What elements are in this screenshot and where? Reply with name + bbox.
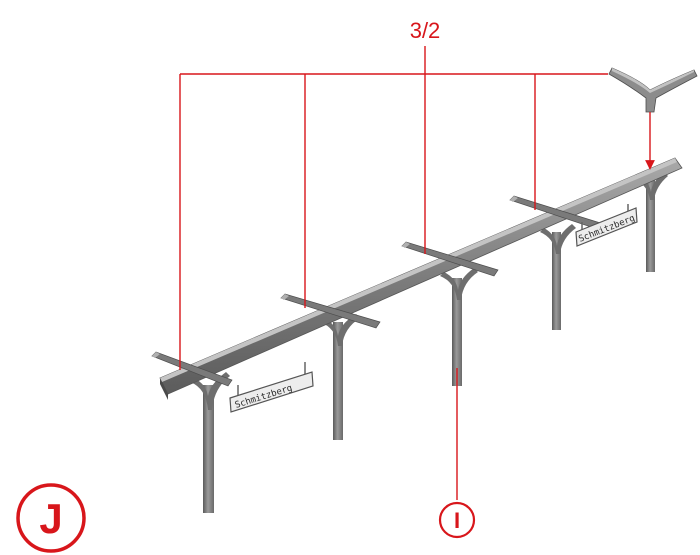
post-2 <box>333 322 343 440</box>
post-3 <box>452 278 462 386</box>
main-beam <box>159 157 683 400</box>
cross-arm-3 <box>401 241 499 277</box>
callout-bracket <box>179 46 608 370</box>
cross-arm-tips <box>152 196 518 358</box>
post-4 <box>552 232 561 330</box>
step-letter-text: J <box>39 495 62 542</box>
support-posts <box>203 180 655 513</box>
bracket-4 <box>540 224 576 254</box>
step-letter-badge: J <box>16 483 86 553</box>
y-connector-part <box>608 67 698 113</box>
bracket-5 <box>636 172 668 200</box>
post-5 <box>646 180 655 272</box>
part-ratio-label: 3/2 <box>410 18 441 43</box>
bracket-3 <box>440 268 478 300</box>
station-sign-left: Schmitzberg <box>229 362 314 413</box>
bracket-supports <box>190 172 668 410</box>
part-marker-badge: I <box>438 501 476 539</box>
part-marker-text: I <box>454 508 460 533</box>
post-1 <box>203 385 214 513</box>
